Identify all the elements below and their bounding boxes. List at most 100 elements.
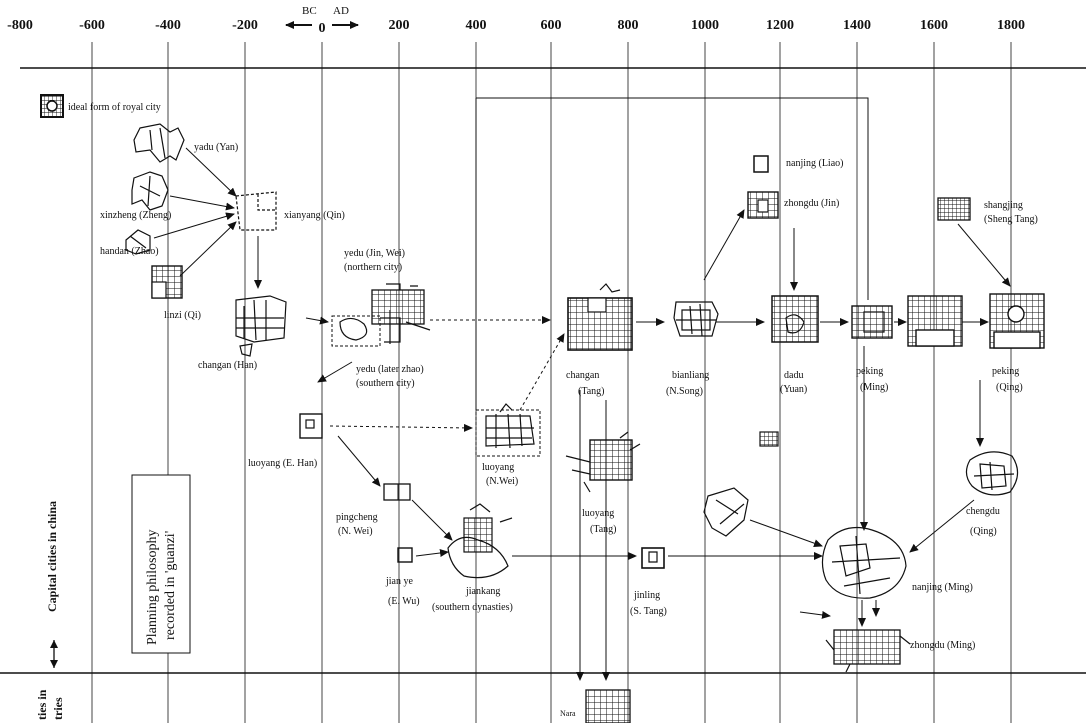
- city-label-luoyang-han: luoyang (E. Han): [248, 458, 317, 469]
- tick-label: 0: [319, 21, 326, 36]
- city-label-ideal: ideal form of royal city: [68, 102, 161, 113]
- city-label-nanjing-ming: nanjing (Ming): [912, 582, 973, 593]
- neighbour-label-2: tries: [51, 697, 65, 720]
- changan-han-plan: [235, 295, 287, 357]
- down-arrow-head: [50, 660, 58, 668]
- luoyang-tang-plan: [565, 431, 641, 493]
- linzi-plan: [151, 265, 183, 299]
- up-arrow-head: [50, 640, 58, 648]
- tick-label: 1000: [691, 18, 719, 33]
- tick-label: 800: [618, 18, 639, 33]
- city-label-peking-ming-2: (Ming): [860, 382, 888, 393]
- pingcheng-plan: [383, 483, 411, 501]
- tick-label: 400: [466, 18, 487, 33]
- jinling-plan: [641, 547, 665, 569]
- city-label-jinling-1: jinling: [633, 590, 660, 601]
- changan-tang-plan: [567, 283, 633, 351]
- city-label-jianye-1: jian ye: [385, 576, 413, 587]
- yandu-plan: [133, 123, 185, 163]
- jianye-plan: [397, 547, 413, 563]
- city-label-peking-qing-2: (Qing): [996, 382, 1023, 393]
- nanjing-ming-plan: [821, 527, 907, 599]
- philosophy-line-1: Planning philosophy: [145, 529, 160, 645]
- city-label-xinzheng: xinzheng (Zheng): [100, 210, 171, 221]
- philosophy-line-2: recorded in 'guanzi': [163, 531, 178, 640]
- city-labels: ideal form of royal city yadu (Yan) xinz…: [68, 102, 1038, 718]
- city-label-luoyang-tang-1: luoyang: [582, 508, 614, 519]
- tick-label: 1400: [843, 18, 871, 33]
- bc-label: BC: [302, 5, 317, 17]
- xinzheng-plan: [131, 171, 169, 211]
- city-plans: [40, 94, 1045, 723]
- tick-label: -400: [155, 18, 181, 33]
- capital-cities-label: Capital cities in china: [45, 501, 59, 612]
- city-label-xianyang: xianyang (Qin): [284, 210, 345, 221]
- yedu-plan: [331, 283, 431, 347]
- city-label-nanjing-liao: nanjing (Liao): [786, 158, 843, 169]
- city-label-yedu-north-1: yedu (Jin, Wei): [344, 248, 405, 259]
- city-label-jinling-2: (S. Tang): [630, 606, 667, 617]
- city-label-yedu-north-2: (northern city): [344, 262, 402, 273]
- jiankang-plan: [447, 503, 513, 579]
- city-label-yandu: yadu (Yan): [194, 142, 238, 153]
- misc-city-plan: [703, 487, 749, 537]
- city-label-bianliang-2: (N.Song): [666, 386, 703, 397]
- luoyang-wei-plan: [475, 403, 541, 457]
- city-label-yedu-south-2: (southern city): [356, 378, 415, 389]
- city-label-handan: handan (Zhao): [100, 246, 159, 257]
- neighbour-label-1: ties in: [35, 689, 49, 720]
- city-label-luoyang-wei-2: (N.Wei): [486, 476, 518, 487]
- city-label-chengdu-1: chengdu: [966, 506, 1000, 517]
- city-label-linzi: linzi (Qi): [164, 310, 201, 321]
- city-label-pingcheng-2: (N. Wei): [338, 526, 373, 537]
- tick-label: 1800: [997, 18, 1025, 33]
- tick-label: 200: [389, 18, 410, 33]
- xianyang-plan: [235, 191, 277, 231]
- timeline-axis: -800 -600 -400 -200 0 200 400 600 800 10…: [7, 5, 1025, 36]
- city-label-luoyang-tang-2: (Tang): [590, 524, 617, 535]
- philosophy-box: [131, 474, 191, 654]
- city-label-zhongdu-ming: zhongdu (Ming): [910, 640, 975, 651]
- nara-plan: [585, 689, 631, 723]
- city-label-yedu-south-1: yedu (later zhao): [356, 364, 424, 375]
- city-label-jianye-2: (E. Wu): [388, 596, 420, 607]
- city-label-nara: Nara: [560, 709, 576, 718]
- city-label-changan-tang-1: changan: [566, 370, 599, 381]
- dadu-plan: [771, 295, 819, 343]
- city-label-dadu-1: dadu: [784, 370, 803, 381]
- city-label-bianliang-1: bianliang: [672, 370, 709, 381]
- city-label-dadu-2: (Yuan): [780, 384, 807, 395]
- city-label-peking-qing-1: peking: [992, 366, 1019, 377]
- small-dadu-plan: [759, 431, 779, 447]
- influence-arrows: [153, 97, 1011, 681]
- side-labels: Capital cities in china ties in tries Pl…: [35, 474, 191, 720]
- city-label-pingcheng-1: pingcheng: [336, 512, 378, 523]
- tick-label: 1600: [920, 18, 948, 33]
- city-label-zhongdu-jin: zhongdu (Jin): [784, 198, 839, 209]
- bianliang-plan: [673, 301, 719, 337]
- ad-label: AD: [333, 5, 349, 17]
- city-label-shangjing-2: (Sheng Tang): [984, 214, 1038, 225]
- nanjing-liao-plan: [753, 155, 769, 173]
- zhongdu-ming-plan: [825, 629, 911, 673]
- city-label-changan-tang-2: (Tang): [578, 386, 605, 397]
- city-label-shangjing-1: shangjing: [984, 200, 1023, 211]
- tick-label: -800: [7, 18, 33, 33]
- tick-label: -200: [232, 18, 258, 33]
- peking-ming-plan: [851, 305, 893, 339]
- city-label-peking-ming-1: peking: [856, 366, 883, 377]
- chengdu-plan: [965, 451, 1019, 496]
- handan-plan: [125, 229, 151, 255]
- tick-label: 600: [541, 18, 562, 33]
- peking-qing-sequence-plans: [907, 293, 1045, 349]
- ideal-city-plan: [40, 94, 64, 118]
- zhongdu-jin-plan: [747, 191, 779, 219]
- tick-label: -600: [79, 18, 105, 33]
- city-label-changan-han: changan (Han): [198, 360, 257, 371]
- shangjing-plan: [937, 197, 971, 221]
- city-label-jiankang-2: (southern dynasties): [432, 602, 513, 613]
- luoyang-han-plan: [299, 413, 323, 439]
- city-label-chengdu-2: (Qing): [970, 526, 997, 537]
- tick-label: 1200: [766, 18, 794, 33]
